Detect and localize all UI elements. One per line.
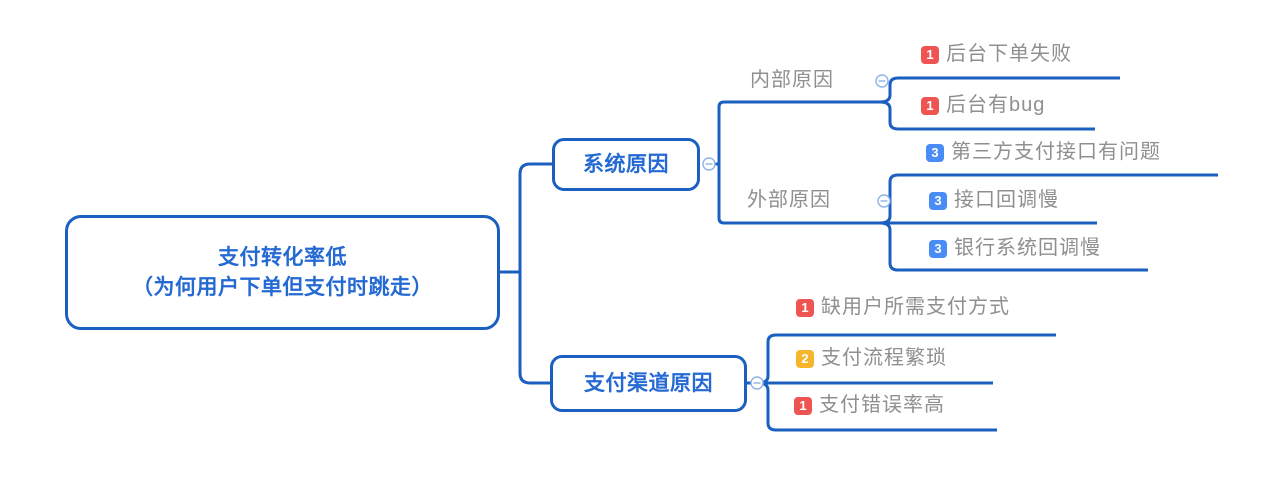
leaf-node[interactable]: 1 缺用户所需支付方式: [796, 296, 1010, 319]
leaf-node[interactable]: 1 后台下单失败: [921, 43, 1072, 66]
priority-badge[interactable]: 3: [929, 239, 947, 258]
priority-badge[interactable]: 3: [929, 191, 947, 210]
leaf-node[interactable]: 3 银行系统回调慢: [929, 237, 1101, 260]
branch-node-system[interactable]: 系统原因: [552, 138, 700, 191]
priority-badge[interactable]: 3: [926, 143, 944, 162]
branch-node-payment-channel[interactable]: 支付渠道原因: [550, 355, 747, 412]
leaf-label: 银行系统回调慢: [954, 237, 1101, 259]
leaf-label: 后台有bug: [946, 94, 1046, 116]
leaf-label: 后台下单失败: [946, 43, 1072, 65]
leaf-node[interactable]: 3 接口回调慢: [929, 189, 1059, 212]
collapse-toggle-external[interactable]: [877, 194, 891, 208]
priority-badge[interactable]: 1: [796, 298, 814, 317]
leaf-label: 缺用户所需支付方式: [821, 296, 1010, 318]
collapse-toggle-system[interactable]: [702, 157, 716, 171]
subnode-external-label[interactable]: 外部原因: [747, 189, 831, 211]
leaf-node[interactable]: 2 支付流程繁琐: [796, 347, 947, 370]
root-title-line2: （为何用户下单但支付时跳走）: [132, 275, 433, 299]
leaf-label: 第三方支付接口有问题: [951, 141, 1161, 163]
connector-internal-children: [879, 76, 1120, 131]
priority-badge[interactable]: 1: [794, 396, 812, 415]
priority-badge[interactable]: 1: [921, 45, 939, 64]
priority-badge[interactable]: 2: [796, 349, 814, 368]
collapse-toggle-internal[interactable]: [875, 74, 889, 88]
root-node[interactable]: 支付转化率低 （为何用户下单但支付时跳走）: [65, 215, 500, 330]
leaf-node[interactable]: 3 第三方支付接口有问题: [926, 141, 1161, 164]
connector-root: [500, 162, 552, 385]
branch-label: 支付渠道原因: [584, 371, 713, 395]
leaf-node[interactable]: 1 后台有bug: [921, 94, 1045, 117]
connector-external-children: [879, 173, 1218, 272]
subnode-internal-label[interactable]: 内部原因: [750, 69, 834, 91]
leaf-label: 接口回调慢: [954, 189, 1059, 211]
collapse-toggle-payment-channel[interactable]: [750, 376, 764, 390]
branch-label: 系统原因: [583, 152, 669, 176]
leaf-label: 支付错误率高: [819, 394, 945, 416]
leaf-node[interactable]: 1 支付错误率高: [794, 394, 945, 417]
leaf-label: 支付流程繁琐: [821, 347, 947, 369]
root-title-line1: 支付转化率低: [218, 245, 347, 269]
priority-badge[interactable]: 1: [921, 96, 939, 115]
